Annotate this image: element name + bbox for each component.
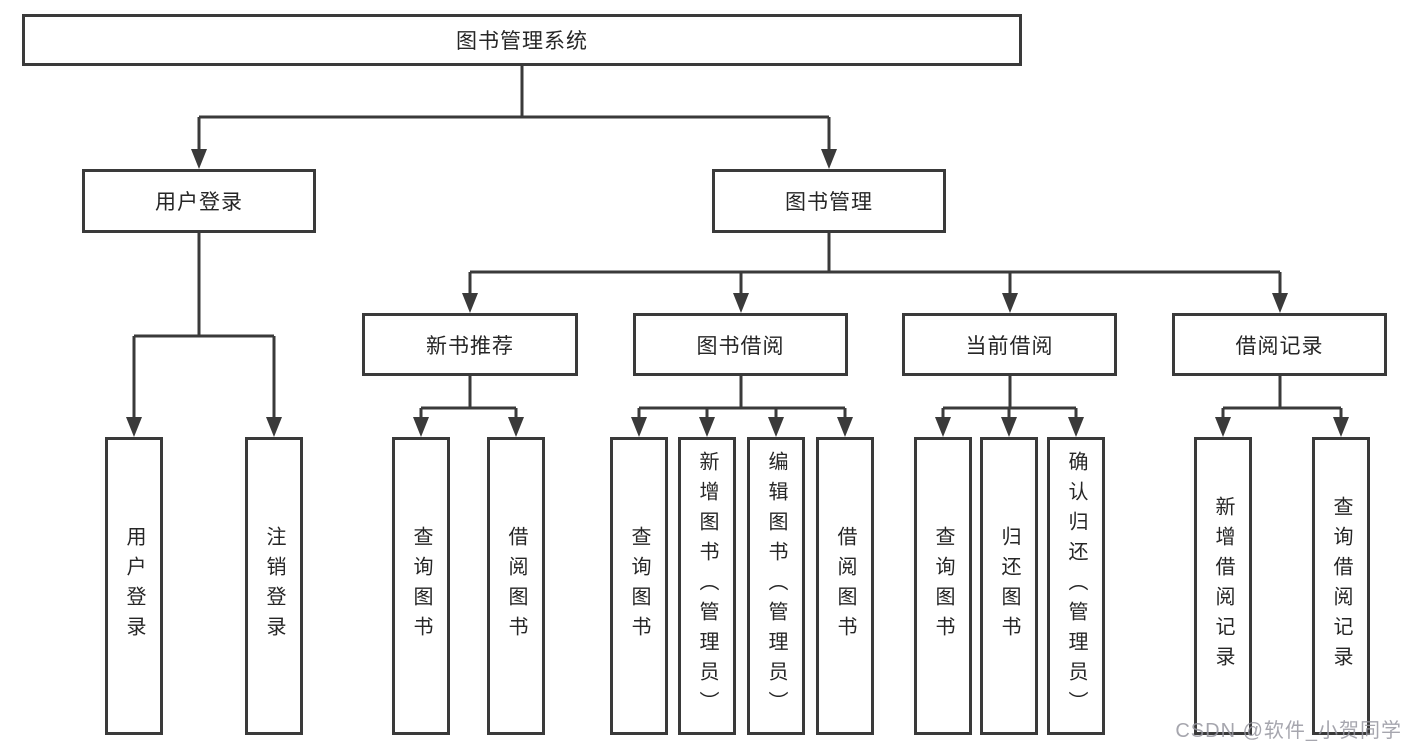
leaf-edit-books-admin-label: 编辑图书（管理员） xyxy=(765,451,787,721)
leaf-borrow-books-recommend-label: 借阅图书 xyxy=(505,526,527,646)
leaf-user-login: 用户登录 xyxy=(105,437,163,735)
node-book-borrow-label: 图书借阅 xyxy=(696,334,785,358)
node-user-login: 用户登录 xyxy=(82,169,316,233)
leaf-query-books-recommend-label: 查询图书 xyxy=(410,526,432,646)
leaf-query-books-recommend: 查询图书 xyxy=(392,437,450,735)
arrowhead-icons xyxy=(126,149,1349,437)
node-new-book-recommend-label: 新书推荐 xyxy=(426,334,514,358)
leaf-add-borrow-record-label: 新增借阅记录 xyxy=(1212,496,1234,676)
leaf-borrow-books-label: 借阅图书 xyxy=(834,526,856,646)
node-book-management: 图书管理 xyxy=(712,169,946,233)
leaf-logout: 注销登录 xyxy=(245,437,303,735)
leaf-user-login-label: 用户登录 xyxy=(123,526,145,646)
watermark: CSDN @软件_小贺同学 xyxy=(1175,720,1402,742)
node-new-book-recommend: 新书推荐 xyxy=(362,313,578,376)
leaf-add-books-admin-label: 新增图书（管理员） xyxy=(696,451,718,721)
leaf-query-borrow-record: 查询借阅记录 xyxy=(1312,437,1370,735)
leaf-edit-books-admin: 编辑图书（管理员） xyxy=(747,437,805,735)
leaf-query-books-current: 查询图书 xyxy=(914,437,972,735)
leaf-return-books: 归还图书 xyxy=(980,437,1038,735)
leaf-confirm-return-admin: 确认归还（管理员） xyxy=(1047,437,1105,735)
node-book-management-label: 图书管理 xyxy=(785,191,873,214)
node-borrow-records: 借阅记录 xyxy=(1172,313,1387,376)
node-book-borrow: 图书借阅 xyxy=(633,313,848,376)
node-root-label: 图书管理系统 xyxy=(456,30,588,53)
leaf-query-borrow-record-label: 查询借阅记录 xyxy=(1330,496,1352,676)
leaf-logout-label: 注销登录 xyxy=(263,526,285,646)
node-user-login-label: 用户登录 xyxy=(155,191,243,214)
leaf-query-books-borrow: 查询图书 xyxy=(610,437,668,735)
leaf-add-borrow-record: 新增借阅记录 xyxy=(1194,437,1252,735)
leaf-confirm-return-admin-label: 确认归还（管理员） xyxy=(1065,451,1087,721)
leaf-query-books-current-label: 查询图书 xyxy=(932,526,954,646)
leaf-borrow-books-recommend: 借阅图书 xyxy=(487,437,545,735)
node-current-borrow-label: 当前借阅 xyxy=(965,334,1054,358)
leaf-query-books-borrow-label: 查询图书 xyxy=(628,526,650,646)
leaf-borrow-books: 借阅图书 xyxy=(816,437,874,735)
node-root: 图书管理系统 xyxy=(22,14,1022,66)
leaf-return-books-label: 归还图书 xyxy=(998,526,1020,646)
node-current-borrow: 当前借阅 xyxy=(902,313,1117,376)
leaf-add-books-admin: 新增图书（管理员） xyxy=(678,437,736,735)
node-borrow-records-label: 借阅记录 xyxy=(1235,334,1324,358)
